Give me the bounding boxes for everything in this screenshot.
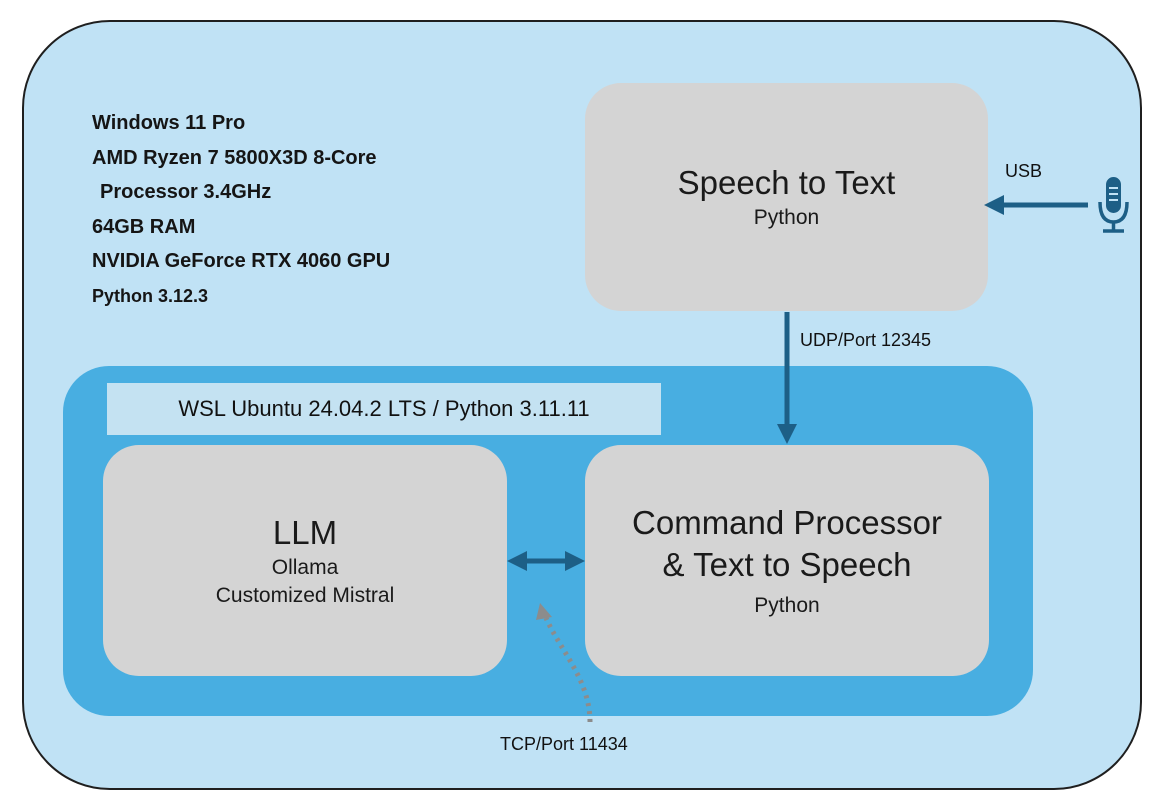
spec-os: Windows 11 Pro [92,112,246,134]
command-processor-subtitle: Python [754,593,820,617]
wsl-label: WSL Ubuntu 24.04.2 LTS / Python 3.11.11 [107,383,661,435]
host-specs-list: Windows 11 Pro AMD Ryzen 7 5800X3D 8-Cor… [92,106,390,313]
usb-arrow [984,195,1088,215]
llm-line1: Ollama [271,555,339,579]
udp-label: UDP/Port 12345 [800,330,932,350]
udp-arrow [777,312,797,444]
spec-python: Python 3.12.3 [92,285,209,306]
command-processor-title-line2: & Text to Speech [662,545,912,583]
speech-to-text-box: Speech to Text Python [585,83,988,311]
command-processor-box: Command Processor & Text to Speech Pytho… [585,445,989,676]
llm-line2: Customized Mistral [215,583,395,607]
usb-label: USB [1005,161,1043,181]
spec-ram: 64GB RAM [92,215,196,238]
spec-gpu: NVIDIA GeForce RTX 4060 GPU [92,250,391,272]
speech-to-text-title: Speech to Text [677,164,896,201]
command-processor-title-line1: Command Processor [632,503,942,541]
tcp-label: TCP/Port 11434 [500,734,628,754]
llm-title: LLM [272,513,338,551]
speech-to-text-subtitle: Python [753,206,820,229]
tcp-dotted-arrow [536,603,593,723]
microphone-icon [1098,177,1129,233]
spec-cpu-speed: Processor 3.4GHz [100,181,272,203]
spec-cpu: AMD Ryzen 7 5800X3D 8-Core [92,146,377,169]
llm-box: LLM Ollama Customized Mistral [103,445,507,676]
llm-command-double-arrow [507,551,585,571]
